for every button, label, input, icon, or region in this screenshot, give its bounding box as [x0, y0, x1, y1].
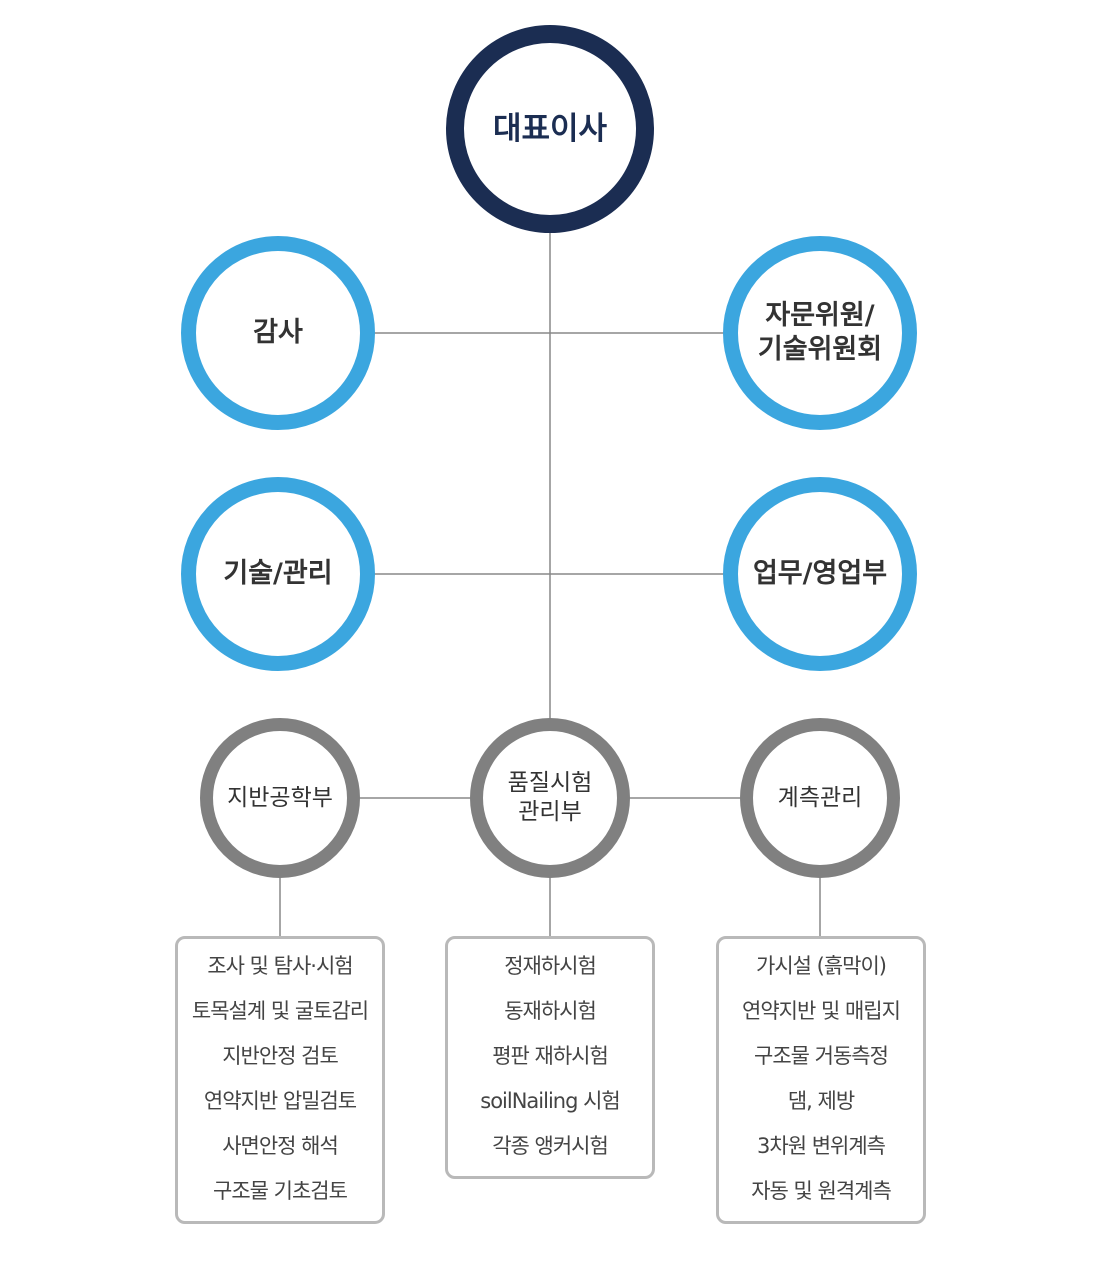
task-item: 댐, 제방 [787, 1089, 855, 1113]
task-item: 평판 재하시험 [492, 1044, 609, 1068]
task-item: 동재하시험 [504, 999, 597, 1023]
task-item: 지반안정 검토 [222, 1044, 339, 1068]
task-item: 조사 및 탐사·시험 [207, 954, 353, 978]
monitoring-dept-node: 계측관리 [740, 718, 900, 878]
advisory-committee-label: 자문위원/ 기술위원회 [757, 300, 883, 365]
geotechnical-dept-node: 지반공학부 [200, 718, 360, 878]
business-sales-node: 업무/영업부 [723, 477, 917, 671]
task-item: 연약지반 압밀검토 [203, 1089, 357, 1113]
monitoring-task-box: 가시설 (흙막이) 연약지반 및 매립지 구조물 거동측정 댐, 제방 3차원 … [716, 936, 926, 1224]
audit-label: 감사 [253, 317, 303, 349]
task-item: 토목설계 및 굴토감리 [191, 999, 369, 1023]
monitoring-dept-label: 계측관리 [777, 784, 863, 811]
quality-testing-dept-node: 품질시험 관리부 [470, 718, 630, 878]
audit-node: 감사 [181, 236, 375, 430]
task-item: 각종 앵커시험 [492, 1134, 609, 1158]
task-item: soilNailing 시험 [480, 1089, 621, 1113]
ceo-node: 대표이사 [446, 25, 654, 233]
geotechnical-dept-label: 지반공학부 [227, 784, 333, 811]
task-item: 3차원 변위계측 [757, 1134, 886, 1158]
geotechnical-task-box: 조사 및 탐사·시험 토목설계 및 굴토감리 지반안정 검토 연약지반 압밀검토… [175, 936, 385, 1224]
tech-management-label: 기술/관리 [223, 558, 333, 590]
task-item: 사면안정 해석 [222, 1134, 339, 1158]
task-item: 구조물 기초검토 [213, 1179, 348, 1203]
task-item: 연약지반 및 매립지 [742, 999, 901, 1023]
task-item: 정재하시험 [504, 954, 597, 978]
quality-testing-dept-label: 품질시험 관리부 [507, 770, 593, 825]
quality-testing-task-box: 정재하시험 동재하시험 평판 재하시험 soilNailing 시험 각종 앵커… [445, 936, 655, 1179]
ceo-label: 대표이사 [492, 110, 608, 147]
task-item: 구조물 거동측정 [754, 1044, 889, 1068]
advisory-committee-node: 자문위원/ 기술위원회 [723, 236, 917, 430]
tech-management-node: 기술/관리 [181, 477, 375, 671]
business-sales-label: 업무/영업부 [752, 558, 888, 590]
task-item: 가시설 (흙막이) [756, 954, 887, 978]
task-item: 자동 및 원격계측 [751, 1179, 892, 1203]
